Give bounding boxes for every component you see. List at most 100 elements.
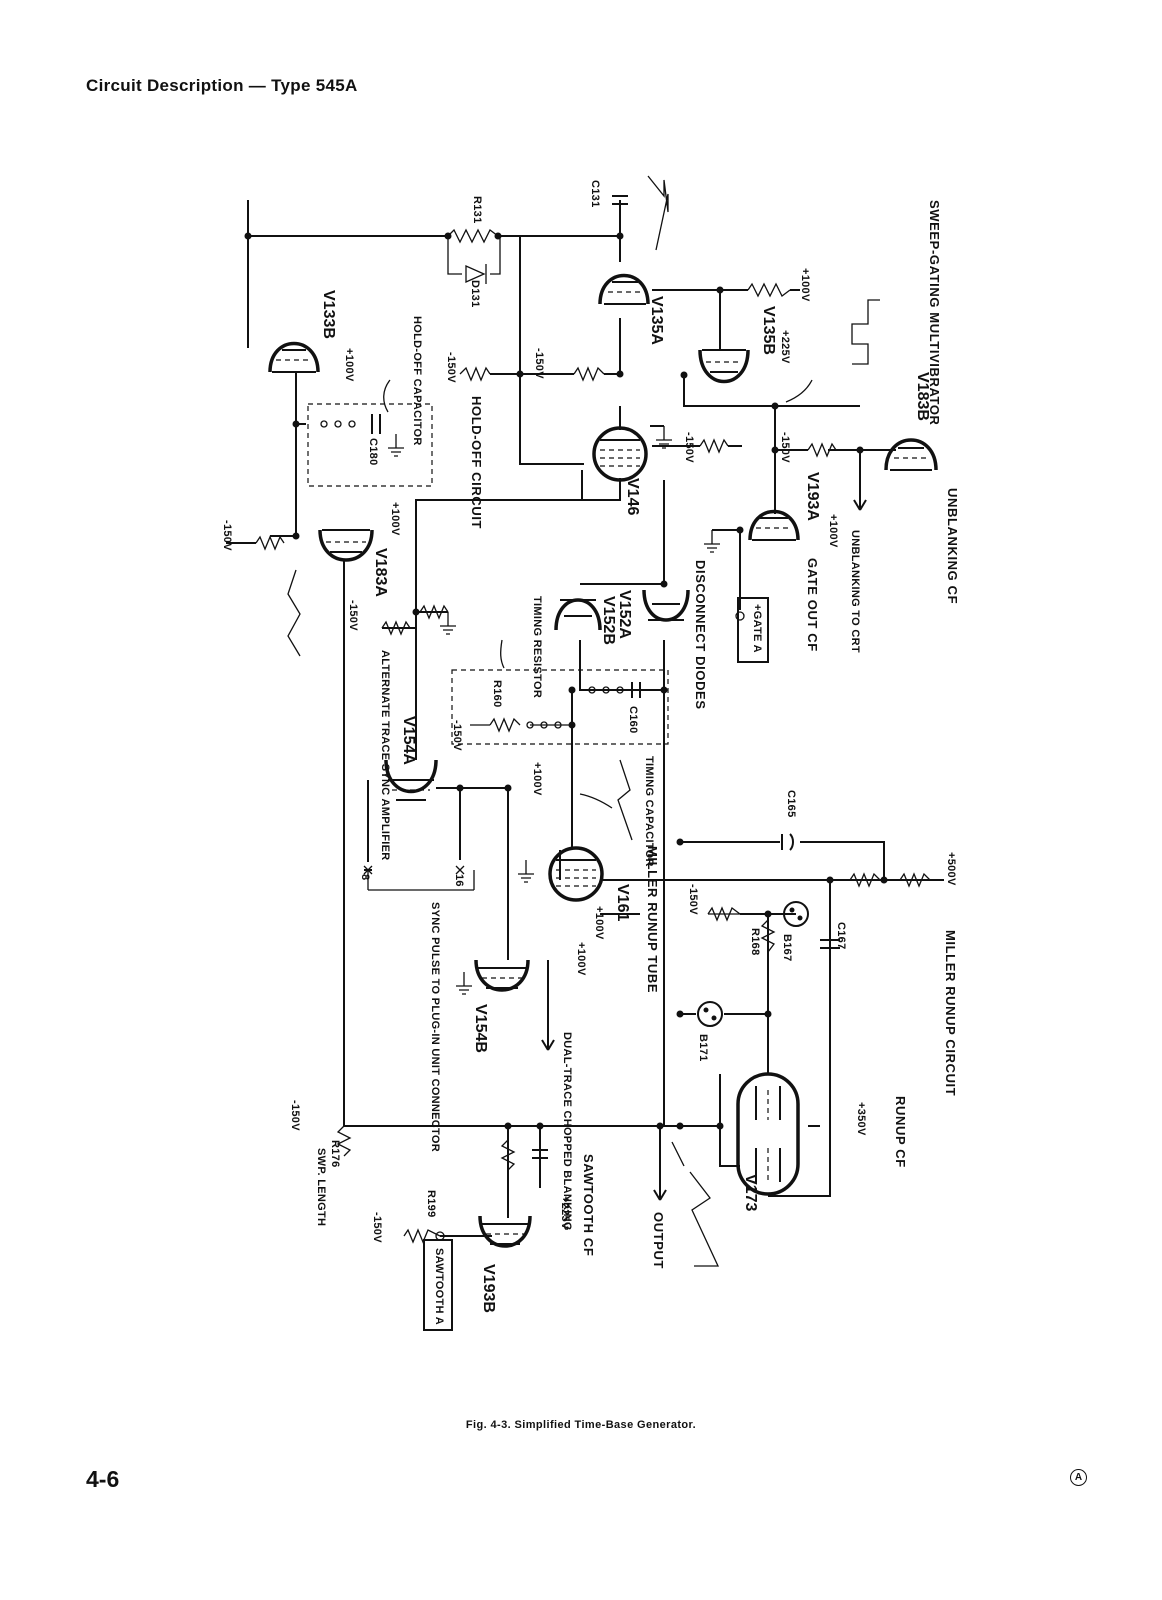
r154b-resistor [381, 620, 411, 636]
label-v193b: V193B [480, 1264, 497, 1313]
label-swp-length: SWP. LENGTH [315, 1148, 327, 1226]
label-unblanking-cf: UNBLANKING CF [945, 488, 960, 604]
voltage-v146: -150V [683, 432, 695, 463]
label-disconnect-diodes: DISCONNECT DIODES [693, 560, 708, 710]
voltage-v135b: +225V [779, 330, 791, 364]
arrows [383, 379, 867, 1201]
vacuum-tubes [268, 273, 938, 1248]
label-r176: R176 [329, 1140, 341, 1168]
label-c160: C160 [627, 706, 639, 734]
r154-resistor [419, 604, 449, 620]
v173-tube [736, 1072, 800, 1196]
voltage-v133b: +100V [343, 348, 355, 382]
label-r131: R131 [471, 196, 483, 224]
label-runup-cf: RUNUP CF [893, 1096, 908, 1168]
voltage-v193a: +100V [827, 514, 839, 548]
voltage-v193a-grid: -150V [779, 432, 791, 463]
r131-resistor [447, 228, 499, 244]
triangle-left-waveform [287, 569, 301, 657]
voltage-r176: -150V [289, 1100, 301, 1131]
gate-a-box [737, 597, 769, 663]
page-number: 4-6 [86, 1466, 120, 1492]
figure-caption: Fig. 4-3. Simplified Time-Base Generator… [465, 1419, 697, 1431]
v152b-tube [554, 598, 602, 631]
schematic-labels: SWEEP-GATING MULTIVIBRATOR UNBLANKING CF… [221, 180, 960, 1325]
label-gate-a: +GATE A [751, 604, 763, 653]
label-timing-capacitor: TIMING CAPACITOR [643, 756, 655, 867]
voltage-v161: +100V [593, 906, 605, 940]
v152a-tube [642, 589, 690, 622]
label-hold-off-capacitor: HOLD-OFF CAPACITOR [411, 316, 423, 446]
r-holdoff-resistor [573, 366, 605, 382]
timing-ramp-waveform [617, 759, 633, 841]
r168-resistor [760, 919, 776, 953]
r-sawtooth-resistor [500, 1139, 516, 1171]
resistors [255, 228, 931, 1244]
label-sync-pulse: SYNC PULSE TO PLUG-IN UNIT CONNECTOR [429, 902, 441, 1152]
v146-tube [592, 426, 648, 482]
v154a-tube [384, 759, 438, 801]
v154b-tube [474, 959, 530, 992]
voltage-miller-grid: -150V [687, 884, 699, 915]
voltage-v183a: +100V [389, 502, 401, 536]
label-timing-resistor: TIMING RESISTOR [531, 596, 543, 698]
v183a-tube [318, 529, 374, 562]
c180-capacitor [371, 414, 381, 434]
v161-tube [548, 846, 604, 902]
label-v193a: V193A [804, 472, 821, 521]
timing-box [451, 669, 669, 745]
neon-lamps [697, 901, 809, 1027]
label-c165: C165 [785, 790, 797, 818]
label-c180: C180 [367, 438, 379, 466]
r183a-resistor [255, 535, 285, 551]
label-v135a: V135A [648, 296, 665, 345]
label-r168: R168 [749, 928, 761, 956]
label-output: OUTPUT [651, 1212, 666, 1269]
c131-capacitor [612, 195, 628, 205]
label-c167: C167 [835, 922, 847, 950]
label-v133b: V133B [320, 290, 337, 339]
voltage-v183a-grid: -150V [221, 520, 233, 551]
label-v183b: V183B [914, 372, 931, 421]
switch-contacts [320, 420, 624, 729]
sawtooth-top-waveform [647, 175, 669, 251]
voltage-v193b: +225V [559, 1196, 571, 1230]
label-v154a: V154A [400, 716, 417, 765]
v193a-tube [748, 509, 800, 541]
voltage-500: +500V [945, 852, 957, 886]
label-r160: R160 [491, 680, 503, 708]
v193b-tube [478, 1215, 532, 1248]
label-r199: R199 [425, 1190, 437, 1218]
label-alt-trace-sync: ALTERNATE TRACE SYNC AMPLIFIER [379, 650, 391, 860]
gate-square-waveform [851, 299, 880, 365]
c-sawtooth-capacitor [532, 1149, 548, 1159]
c165-capacitor [781, 833, 794, 851]
voltage-v154a: +100V [531, 762, 543, 796]
v183b-tube [884, 438, 938, 471]
label-dual-trace: DUAL-TRACE CHOPPED BLANKING [561, 1032, 573, 1231]
running-head: Circuit Description — Type 545A [86, 76, 358, 95]
c160-capacitor [631, 682, 641, 698]
voltage-holdoff2: -150V [533, 348, 545, 379]
label-v183a: V183A [372, 548, 389, 597]
junction-dots [244, 232, 888, 1130]
output-sawtooth-waveform [689, 1171, 720, 1267]
voltage-v135a-plate: +100V [799, 268, 811, 302]
label-sawtooth-cf: SAWTOOTH CF [581, 1154, 596, 1256]
b167-lamp [783, 901, 809, 927]
label-d131: D131 [469, 280, 481, 308]
label-v152a: V152A [616, 590, 633, 639]
r150-resistor [707, 906, 741, 922]
label-v154b: V154B [472, 1004, 489, 1053]
label-c131: C131 [589, 180, 601, 208]
voltage-r160: -150V [451, 720, 463, 751]
dashed-boxes [307, 403, 669, 745]
r500-resistor [849, 872, 881, 888]
d131-diode [465, 264, 487, 284]
r193-resistor [807, 442, 837, 458]
label-v135b: V135B [760, 306, 777, 355]
label-miller-runup: MILLER RUNUP CIRCUIT [943, 930, 958, 1096]
r135-resistor [747, 282, 791, 298]
r176-resistor [336, 1125, 352, 1157]
